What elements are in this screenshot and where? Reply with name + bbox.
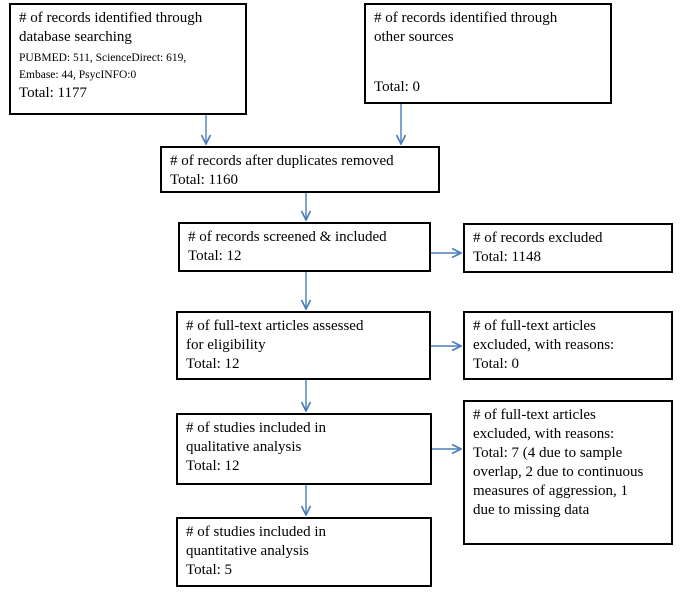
box-line: overlap, 2 due to continuous — [473, 464, 644, 480]
box-line: # of records excluded — [473, 230, 603, 246]
box-line: # of records after duplicates removed — [170, 153, 394, 169]
box-line: due to missing data — [473, 502, 590, 518]
box-total: Total: 12 — [186, 458, 240, 474]
box-total: Total: 12 — [186, 356, 240, 372]
box-total: Total: 1177 — [19, 85, 87, 101]
box-total: Total: 1160 — [170, 172, 238, 188]
box-line: # of full-text articles — [473, 318, 596, 334]
quantitative-analysis-box: # of studies included in quantitative an… — [176, 517, 432, 587]
box-line: # of records identified through — [374, 10, 558, 26]
database-breakdown: PUBMED: 511, ScienceDirect: 619, — [19, 52, 187, 64]
box-total: Total: 1148 — [473, 249, 541, 265]
box-line: measures of aggression, 1 — [473, 483, 628, 499]
box-line: excluded, with reasons: — [473, 337, 615, 353]
box-line: excluded, with reasons: — [473, 426, 615, 442]
qualitative-analysis-box: # of studies included in qualitative ana… — [176, 413, 432, 485]
box-line: database searching — [19, 29, 132, 45]
box-total: Total: 12 — [188, 248, 242, 264]
box-line: # of studies included in — [186, 524, 326, 540]
duplicates-removed-box: # of records after duplicates removed To… — [160, 146, 440, 193]
box-line: for eligibility — [186, 337, 266, 353]
identification-other-sources-box: # of records identified through other so… — [364, 3, 612, 104]
box-line: # of records screened & included — [188, 229, 387, 245]
database-breakdown: Embase: 44, PsycINFO:0 — [19, 69, 137, 81]
box-line: # of records identified through — [19, 10, 203, 26]
fulltext-excluded-box: # of full-text articles excluded, with r… — [463, 311, 673, 380]
box-total: Total: 0 — [473, 356, 520, 372]
box-line: Total: 7 (4 due to sample — [473, 445, 623, 461]
box-line: other sources — [374, 29, 454, 45]
box-total: Total: 0 — [374, 79, 421, 95]
box-line: quantitative analysis — [186, 543, 309, 559]
identification-database-box: # of records identified through database… — [9, 3, 247, 115]
box-line: # of full-text articles assessed — [186, 318, 364, 334]
fulltext-excluded-reasons-box: # of full-text articles excluded, with r… — [463, 400, 673, 545]
box-total: Total: 5 — [186, 562, 233, 578]
fulltext-assessed-box: # of full-text articles assessed for eli… — [176, 311, 431, 380]
records-excluded-box: # of records excluded Total: 1148 — [463, 223, 673, 273]
box-line: # of studies included in — [186, 420, 326, 436]
screened-box: # of records screened & included Total: … — [178, 222, 431, 272]
box-line: qualitative analysis — [186, 439, 302, 455]
box-line: # of full-text articles — [473, 407, 596, 423]
